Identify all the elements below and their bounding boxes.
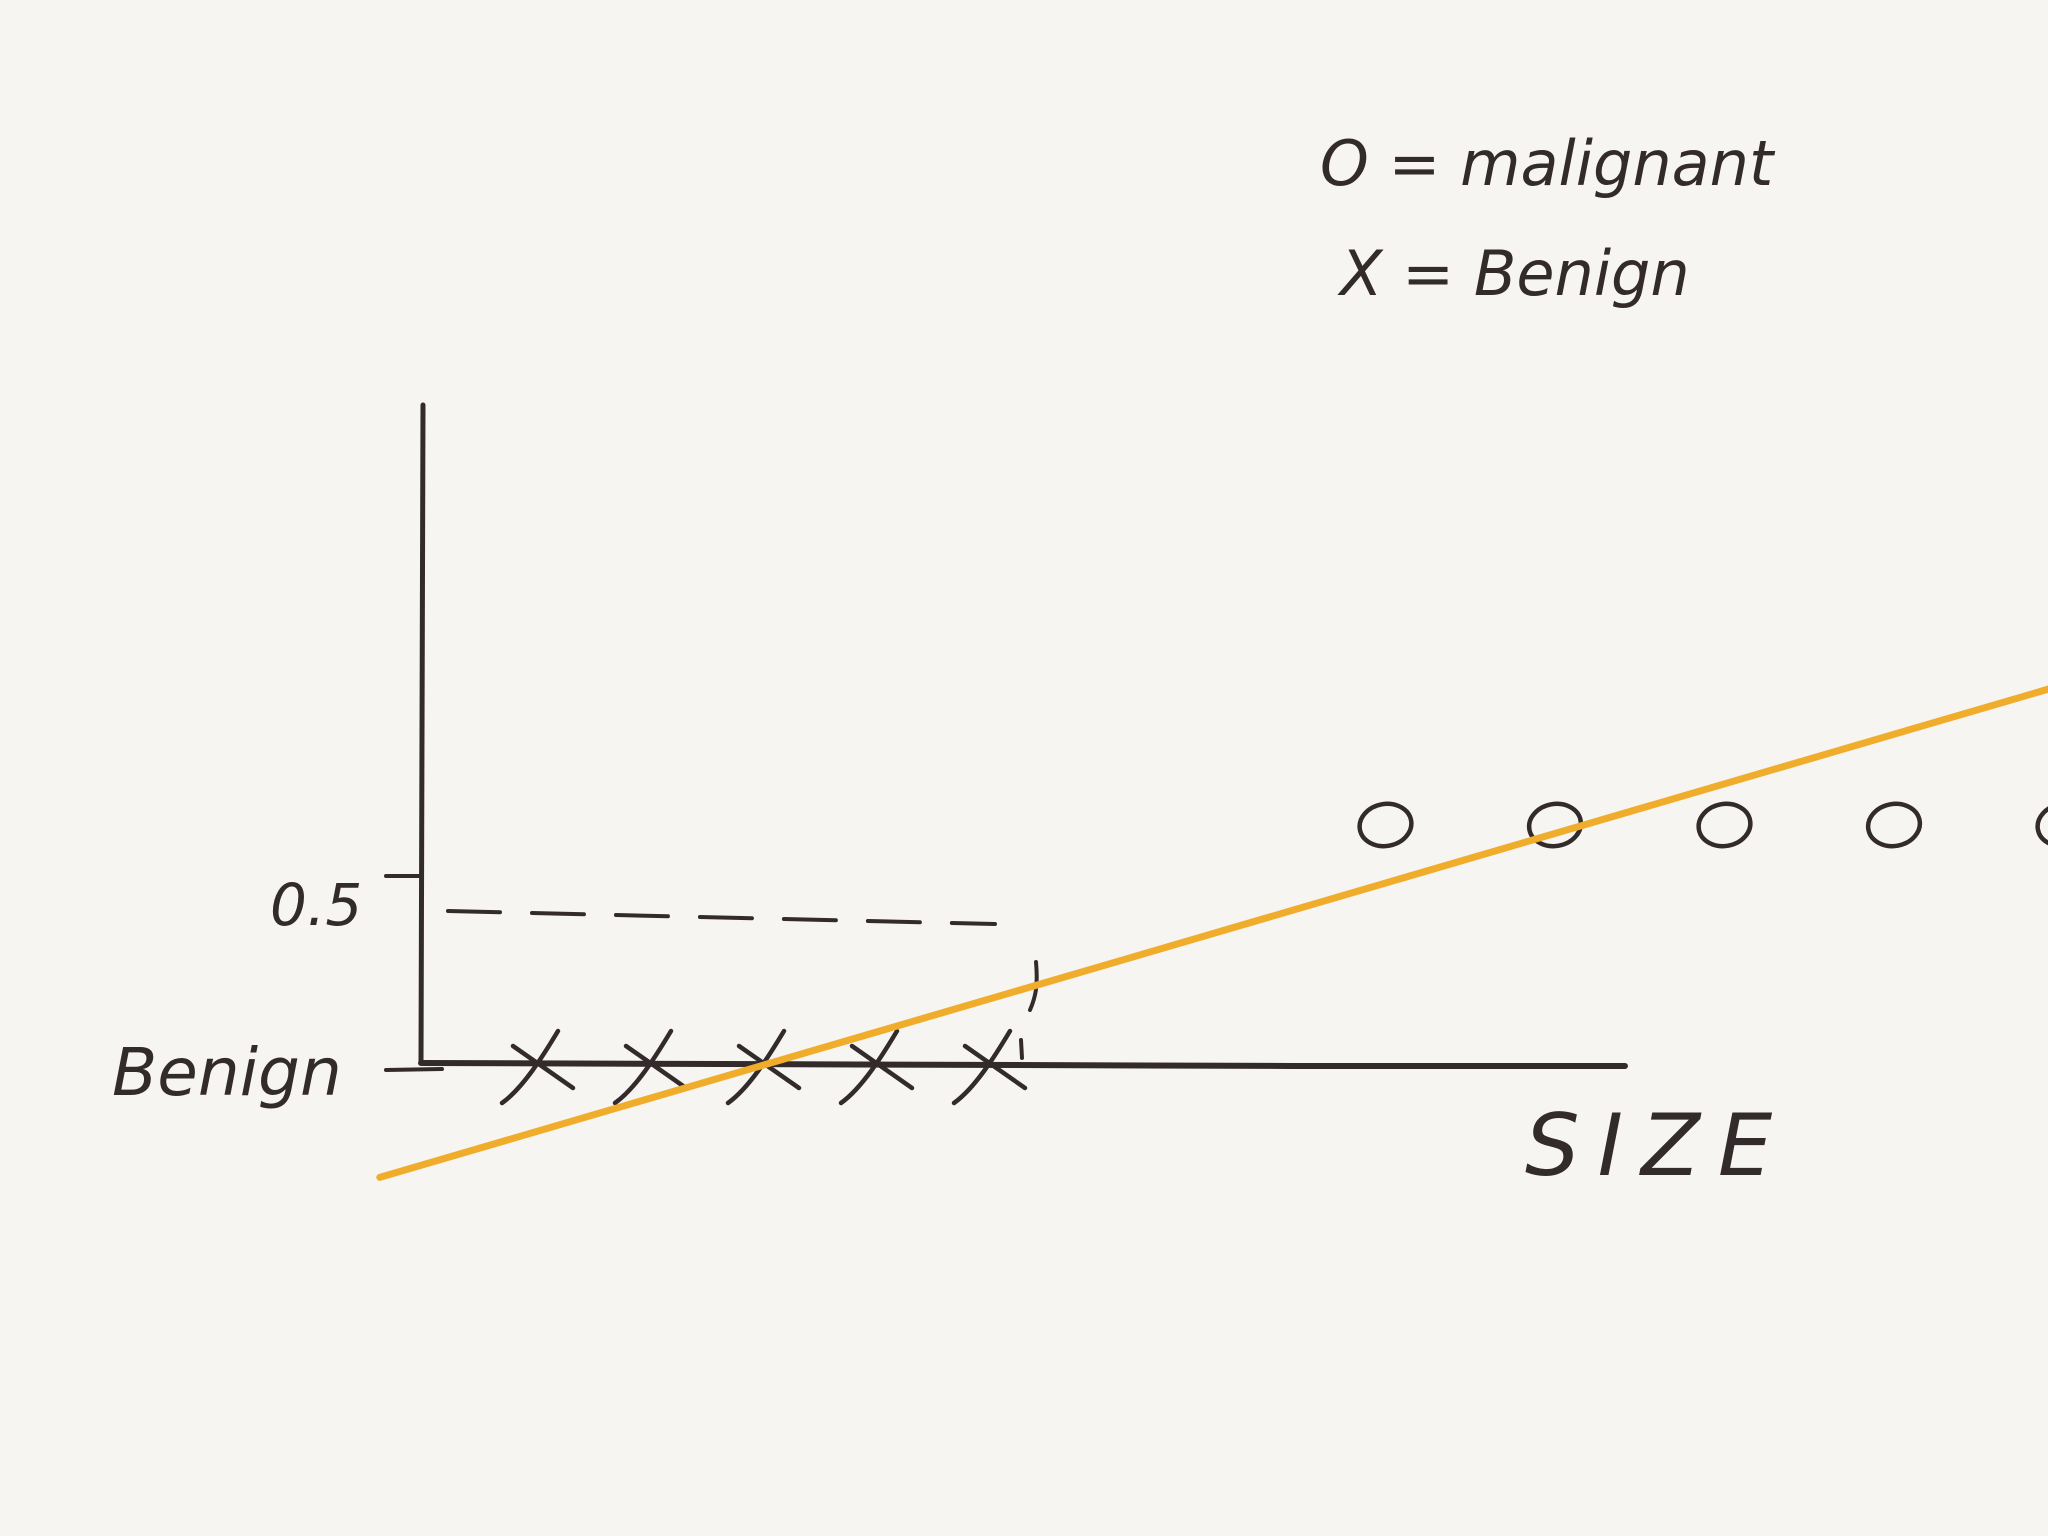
malignant-o-marker [1865,801,1923,849]
y-axis [418,402,426,1066]
malignant-o-marker [1526,801,1584,849]
malignant-o-marker [1357,801,1414,849]
decision-mark-upper [1028,960,1039,1012]
legend-malignant: O = malignant [1320,127,1776,200]
malignant-o-marker [1696,801,1753,849]
legend: O = malignant X = Benign [1320,127,1776,310]
malignant-o-marker [2035,801,2048,849]
benign-x-marker [499,1028,576,1106]
data-marks [376,685,2048,1181]
x-axis [418,1060,1628,1069]
threshold-label: 0.5 [270,871,362,939]
fit-line [376,685,2048,1181]
benign-x-marker [838,1028,915,1106]
benign-x-marker [951,1028,1028,1106]
benign-x-marker [612,1028,689,1106]
x-axis-label: SIZE [1525,1096,1790,1196]
threshold-dashed-line [446,909,997,926]
legend-benign: X = Benign [1337,237,1690,310]
baseline-label: Benign [112,1034,342,1111]
baseline-tick [384,1067,444,1072]
decision-mark-lower [1019,1038,1024,1060]
